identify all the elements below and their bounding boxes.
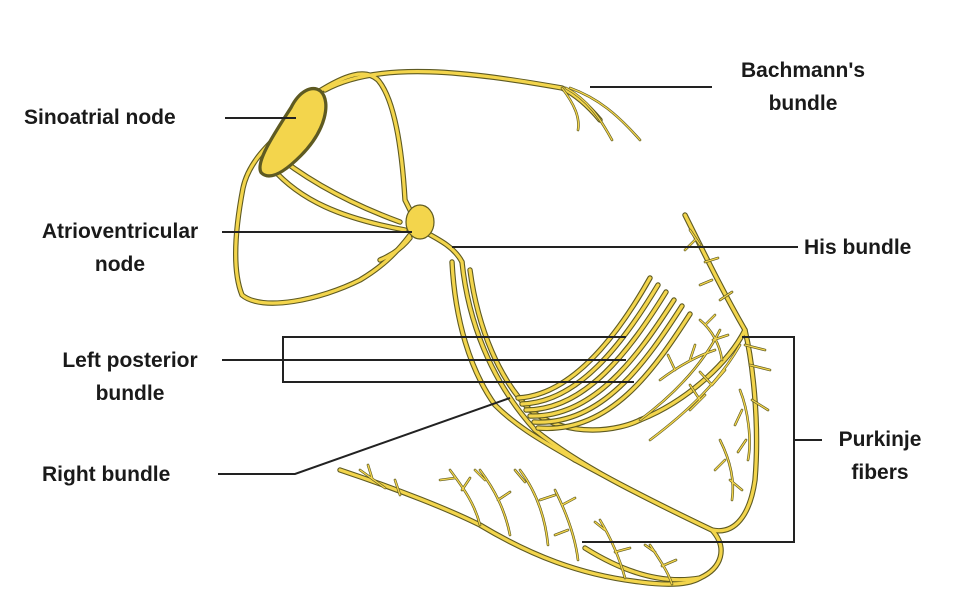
- label-left-posterior-bundle: Left posterior bundle: [30, 344, 230, 410]
- label-atrioventricular-node: Atrioventricular node: [14, 215, 226, 281]
- purkinje-fibers-right: [358, 463, 678, 586]
- leader-lines: [218, 86, 822, 543]
- label-purkinje-fibers: Purkinje fibers: [820, 423, 940, 489]
- label-bachmanns-bundle: Bachmann's bundle: [712, 54, 894, 120]
- label-right-bundle: Right bundle: [42, 463, 171, 486]
- label-purkinje-line1: Purkinje: [838, 428, 922, 451]
- label-atrioventricular-line2: node: [94, 253, 146, 276]
- label-atrioventricular-line1: Atrioventricular: [41, 220, 199, 243]
- leader-right-bundle: [218, 397, 511, 475]
- label-purkinje-line2: fibers: [851, 461, 909, 484]
- label-bachmanns-line2: bundle: [768, 92, 838, 115]
- label-left-posterior-line2: bundle: [95, 382, 165, 405]
- label-sinoatrial-node: Sinoatrial node: [24, 106, 176, 129]
- sinoatrial-node: [260, 89, 326, 176]
- bachmanns-twigs: [560, 86, 642, 142]
- label-left-posterior-line1: Left posterior: [62, 349, 198, 372]
- atrioventricular-node: [405, 204, 435, 240]
- purkinje-fibers-left: [638, 228, 772, 502]
- left-bundle-fascicles: [515, 275, 693, 431]
- label-his-bundle: His bundle: [804, 236, 912, 259]
- label-bachmanns-line1: Bachmann's: [740, 59, 866, 82]
